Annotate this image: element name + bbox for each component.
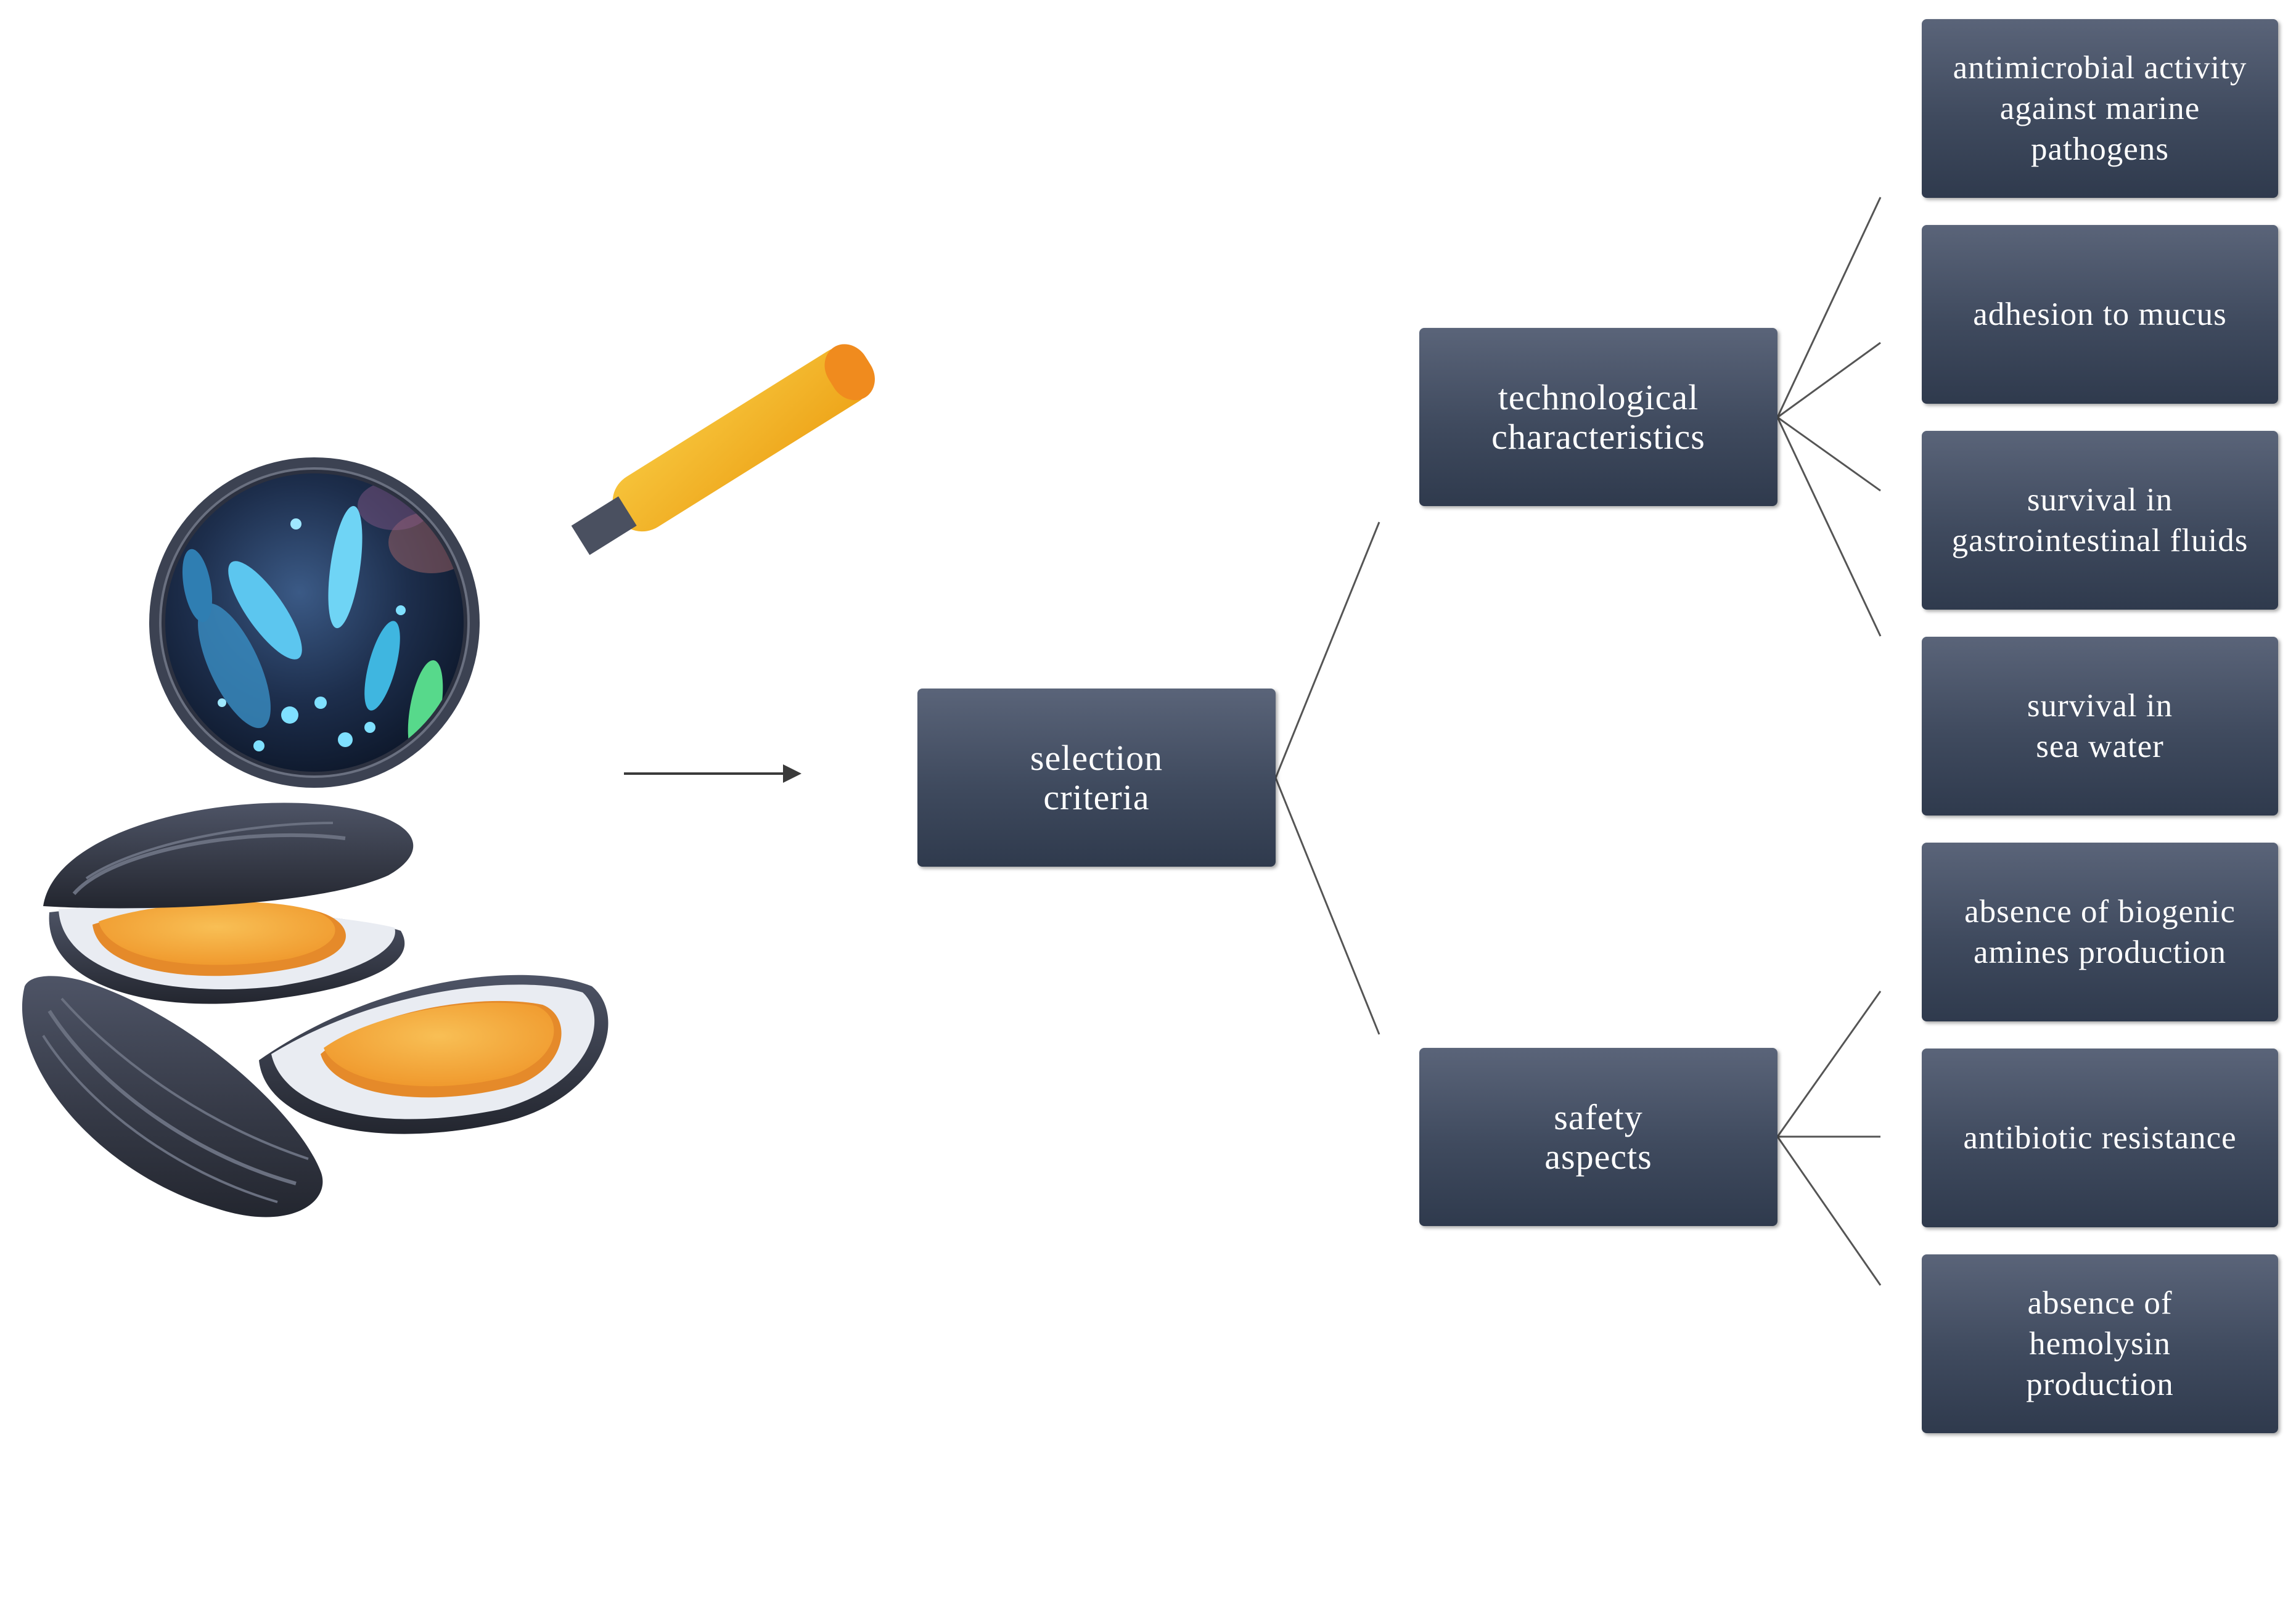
category-line: safety [1554,1097,1643,1137]
leaf-box-survival-sea-water: survival in sea water [1922,637,2278,816]
category-line: technological [1498,377,1699,417]
root-line: selection [1030,737,1163,778]
connector-technological-leaf [1776,417,1882,637]
connector-safety-leaf [1776,991,1882,1137]
connectors [1274,197,1882,1286]
connector-technological-leaf [1776,197,1882,418]
category-box-technological-characteristics: technological characteristics [1419,328,1777,506]
category-line: characteristics [1491,416,1705,457]
leaf-line: survival in [2027,482,2173,518]
illustration [22,344,875,1217]
root-line: criteria [1043,777,1150,817]
leaf-box-antimicrobial-activity: antimicrobial activity against marine pa… [1922,19,2278,198]
leaf-line: survival in [2027,688,2173,724]
category-box-safety-aspects: safety aspects [1419,1048,1777,1226]
leaf-box-adhesion-to-mucus: adhesion to mucus [1922,225,2278,404]
leaf-line: absence of [2027,1285,2173,1321]
root-box-selection-criteria: selection criteria [917,689,1276,867]
magnifier-bacteria-icon [149,344,875,788]
leaf-line: antibiotic resistance [1963,1120,2237,1156]
leaf-box-survival-gastrointestinal: survival in gastrointestinal fluids [1922,431,2278,610]
leaf-line: adhesion to mucus [1973,296,2227,332]
leaf-box-hemolysin: absence of hemolysin production [1922,1254,2278,1433]
leaf-line: hemolysin [2029,1326,2171,1362]
leaf-line: gastrointestinal fluids [1951,523,2249,558]
leaf-line: antimicrobial activity [1953,50,2247,86]
connector-technological-leaf [1777,341,1881,419]
leaf-box-biogenic-amines: absence of biogenic amines production [1922,843,2278,1021]
leaf-line: pathogens [2031,131,2169,167]
leaf-line: production [2026,1367,2174,1402]
connector-root-technological [1274,521,1380,779]
flow-arrow [624,764,802,783]
mussels-icon [22,803,609,1217]
connector-technological-leaf [1777,416,1881,492]
connector-root-safety [1274,777,1380,1035]
connector-safety-leaf [1776,1136,1882,1286]
leaf-box-antibiotic-resistance: antibiotic resistance [1922,1049,2278,1227]
leaf-line: absence of biogenic [1964,894,2236,930]
diagram-canvas: selection criteria technological charact… [22,19,2278,1433]
leaf-line: amines production [1974,934,2226,970]
leaf-line: against marine [1999,91,2200,126]
leaf-line: sea water [2036,729,2164,764]
category-line: aspects [1544,1136,1652,1177]
